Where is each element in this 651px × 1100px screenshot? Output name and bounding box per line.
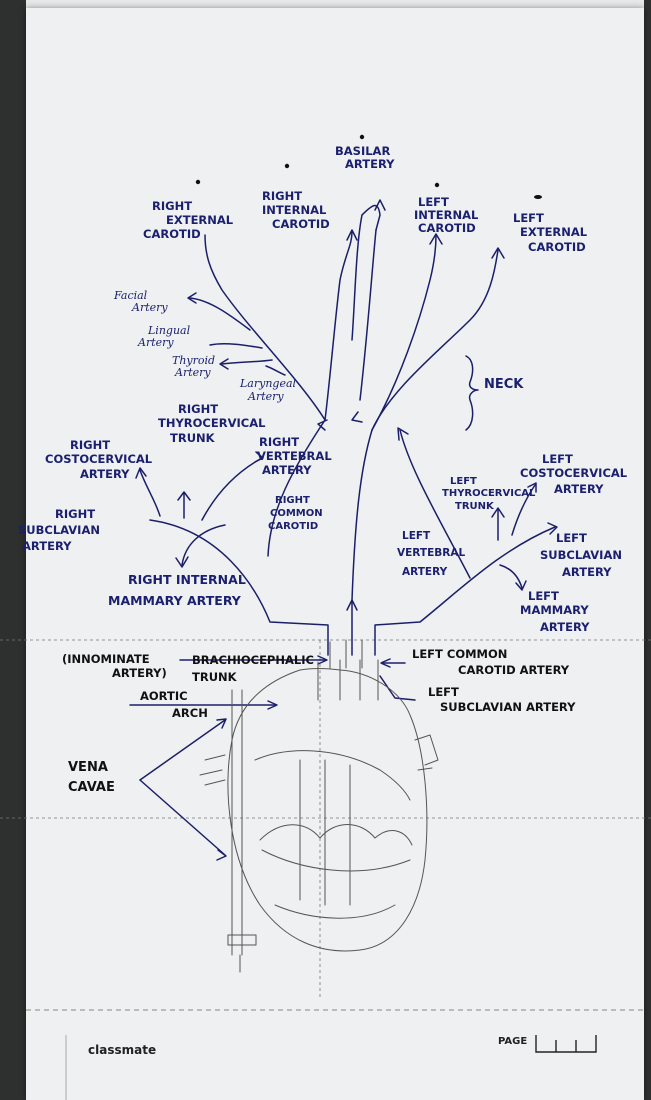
label-left-mammary-artery: LEFT MAMMARY ARTERY	[520, 589, 593, 634]
left-vertebral-line	[399, 429, 471, 579]
page-label: PAGE	[498, 1036, 527, 1047]
arrowhead	[175, 556, 189, 568]
arrowhead	[351, 411, 363, 423]
thyroid-artery-line	[221, 359, 273, 365]
right-vertebral-line	[201, 457, 263, 521]
page-number-boxes	[535, 1035, 597, 1053]
label-basilar-artery: BASILAR ARTERY	[335, 144, 395, 171]
label-left-common-carotid-artery: LEFT COMMON CAROTID ARTERY	[412, 647, 570, 677]
arrowhead	[254, 451, 264, 463]
label-right-internal-carotid: RIGHT INTERNAL CAROTID	[262, 189, 330, 231]
right-costocervical-line	[139, 469, 161, 517]
laryngeal-artery-line	[265, 365, 286, 376]
label-right-vertebral-artery: RIGHT VERTEBRAL ARTERY	[257, 435, 336, 477]
label-right-internal-mammary-artery: RIGHT INTERNAL MAMMARY ARTERY	[108, 572, 250, 608]
left-common-carotid-line	[351, 429, 373, 656]
arrowhead	[219, 358, 229, 370]
arrowhead	[317, 419, 328, 431]
arrowhead	[429, 233, 443, 245]
left-costocervical-line	[511, 484, 536, 536]
label-neck: NECK	[484, 377, 524, 392]
right-external-carotid-line	[204, 234, 326, 421]
label-left-internal-carotid: LEFT INTERNAL CAROTID	[414, 195, 482, 235]
label-right-common-carotid: RIGHT COMMON CAROTID	[268, 495, 326, 532]
right-internal-mammary-line	[181, 524, 226, 566]
right-subclavian-artery-line	[149, 519, 329, 656]
label-left-subclavian-artery: LEFT SUBCLAVIAN ARTERY	[540, 531, 626, 579]
label-aortic-arch: AORTIC ARCH	[140, 689, 208, 720]
label-lingual-artery: Lingual Artery	[137, 324, 194, 349]
label-innominate-artery: (INNOMINATE ARTERY)	[62, 652, 167, 680]
dot	[534, 195, 542, 199]
arrowhead	[547, 522, 558, 535]
facial-artery-line	[189, 297, 251, 331]
left-internal-carotid-line	[371, 234, 437, 431]
vena-cava-pointer-bottom	[139, 779, 226, 856]
arrowhead	[177, 491, 191, 501]
label-right-subclavian-artery: RIGHT SUBCLAVIAN ARTERY	[18, 507, 104, 553]
left-mammary-line	[499, 564, 523, 589]
arrowhead	[491, 507, 505, 518]
label-thyroid-artery: Thyroid Artery	[172, 354, 219, 379]
label-left-costocervical-artery: LEFT COSTOCERVICAL ARTERY	[520, 452, 631, 496]
lingual-artery-line	[209, 343, 263, 349]
arrowhead	[346, 229, 358, 241]
label-brachiocephalic-trunk: BRACHIOCEPHALIC TRUNK	[192, 653, 318, 684]
vena-cava-pointer-top	[139, 719, 226, 781]
label-left-subclavian-artery-heart: LEFT SUBCLAVIAN ARTERY	[428, 685, 576, 714]
arrowhead	[515, 580, 527, 591]
classmate-brand: classmate	[88, 1043, 156, 1057]
neck-brace	[465, 355, 479, 431]
right-internal-carotid-line	[324, 231, 353, 421]
left-external-carotid-line	[371, 249, 499, 431]
label-laryngeal-artery: Laryngeal Artery	[239, 377, 300, 403]
heart-drawing	[199, 639, 439, 973]
label-right-external-carotid: RIGHT EXTERNAL CAROTID	[143, 199, 237, 241]
label-right-thyrocervical-trunk: RIGHT THYROCERVICAL TRUNK	[158, 402, 269, 445]
label-right-costocervical-artery: RIGHT COSTOCERVICAL ARTERY	[45, 438, 156, 481]
arrowhead	[135, 467, 147, 479]
arrowhead	[397, 427, 409, 441]
right-common-carotid-line	[267, 419, 326, 557]
arrowhead	[527, 482, 537, 493]
arrowhead	[187, 292, 197, 304]
label-left-external-carotid: LEFT EXTERNAL CAROTID	[513, 211, 591, 254]
dot	[434, 182, 440, 188]
label-left-thyrocervical-trunk: LEFT THYROCERVICAL TRUNK	[442, 476, 539, 512]
basilar-artery-line	[361, 204, 381, 231]
label-vena-cavae: VENA CAVAE	[68, 760, 115, 795]
arrowhead	[491, 247, 505, 259]
arrowhead	[374, 199, 386, 211]
label-left-vertebral-artery: LEFT VERTEBRAL ARTERY	[397, 530, 469, 578]
left-subclavian-artery-line	[374, 526, 556, 656]
dot	[195, 179, 201, 185]
label-facial-artery: Facial Artery	[113, 289, 168, 314]
pointer-line	[379, 675, 416, 701]
dot	[284, 163, 290, 169]
dot	[359, 134, 365, 140]
arrowhead	[346, 599, 358, 611]
